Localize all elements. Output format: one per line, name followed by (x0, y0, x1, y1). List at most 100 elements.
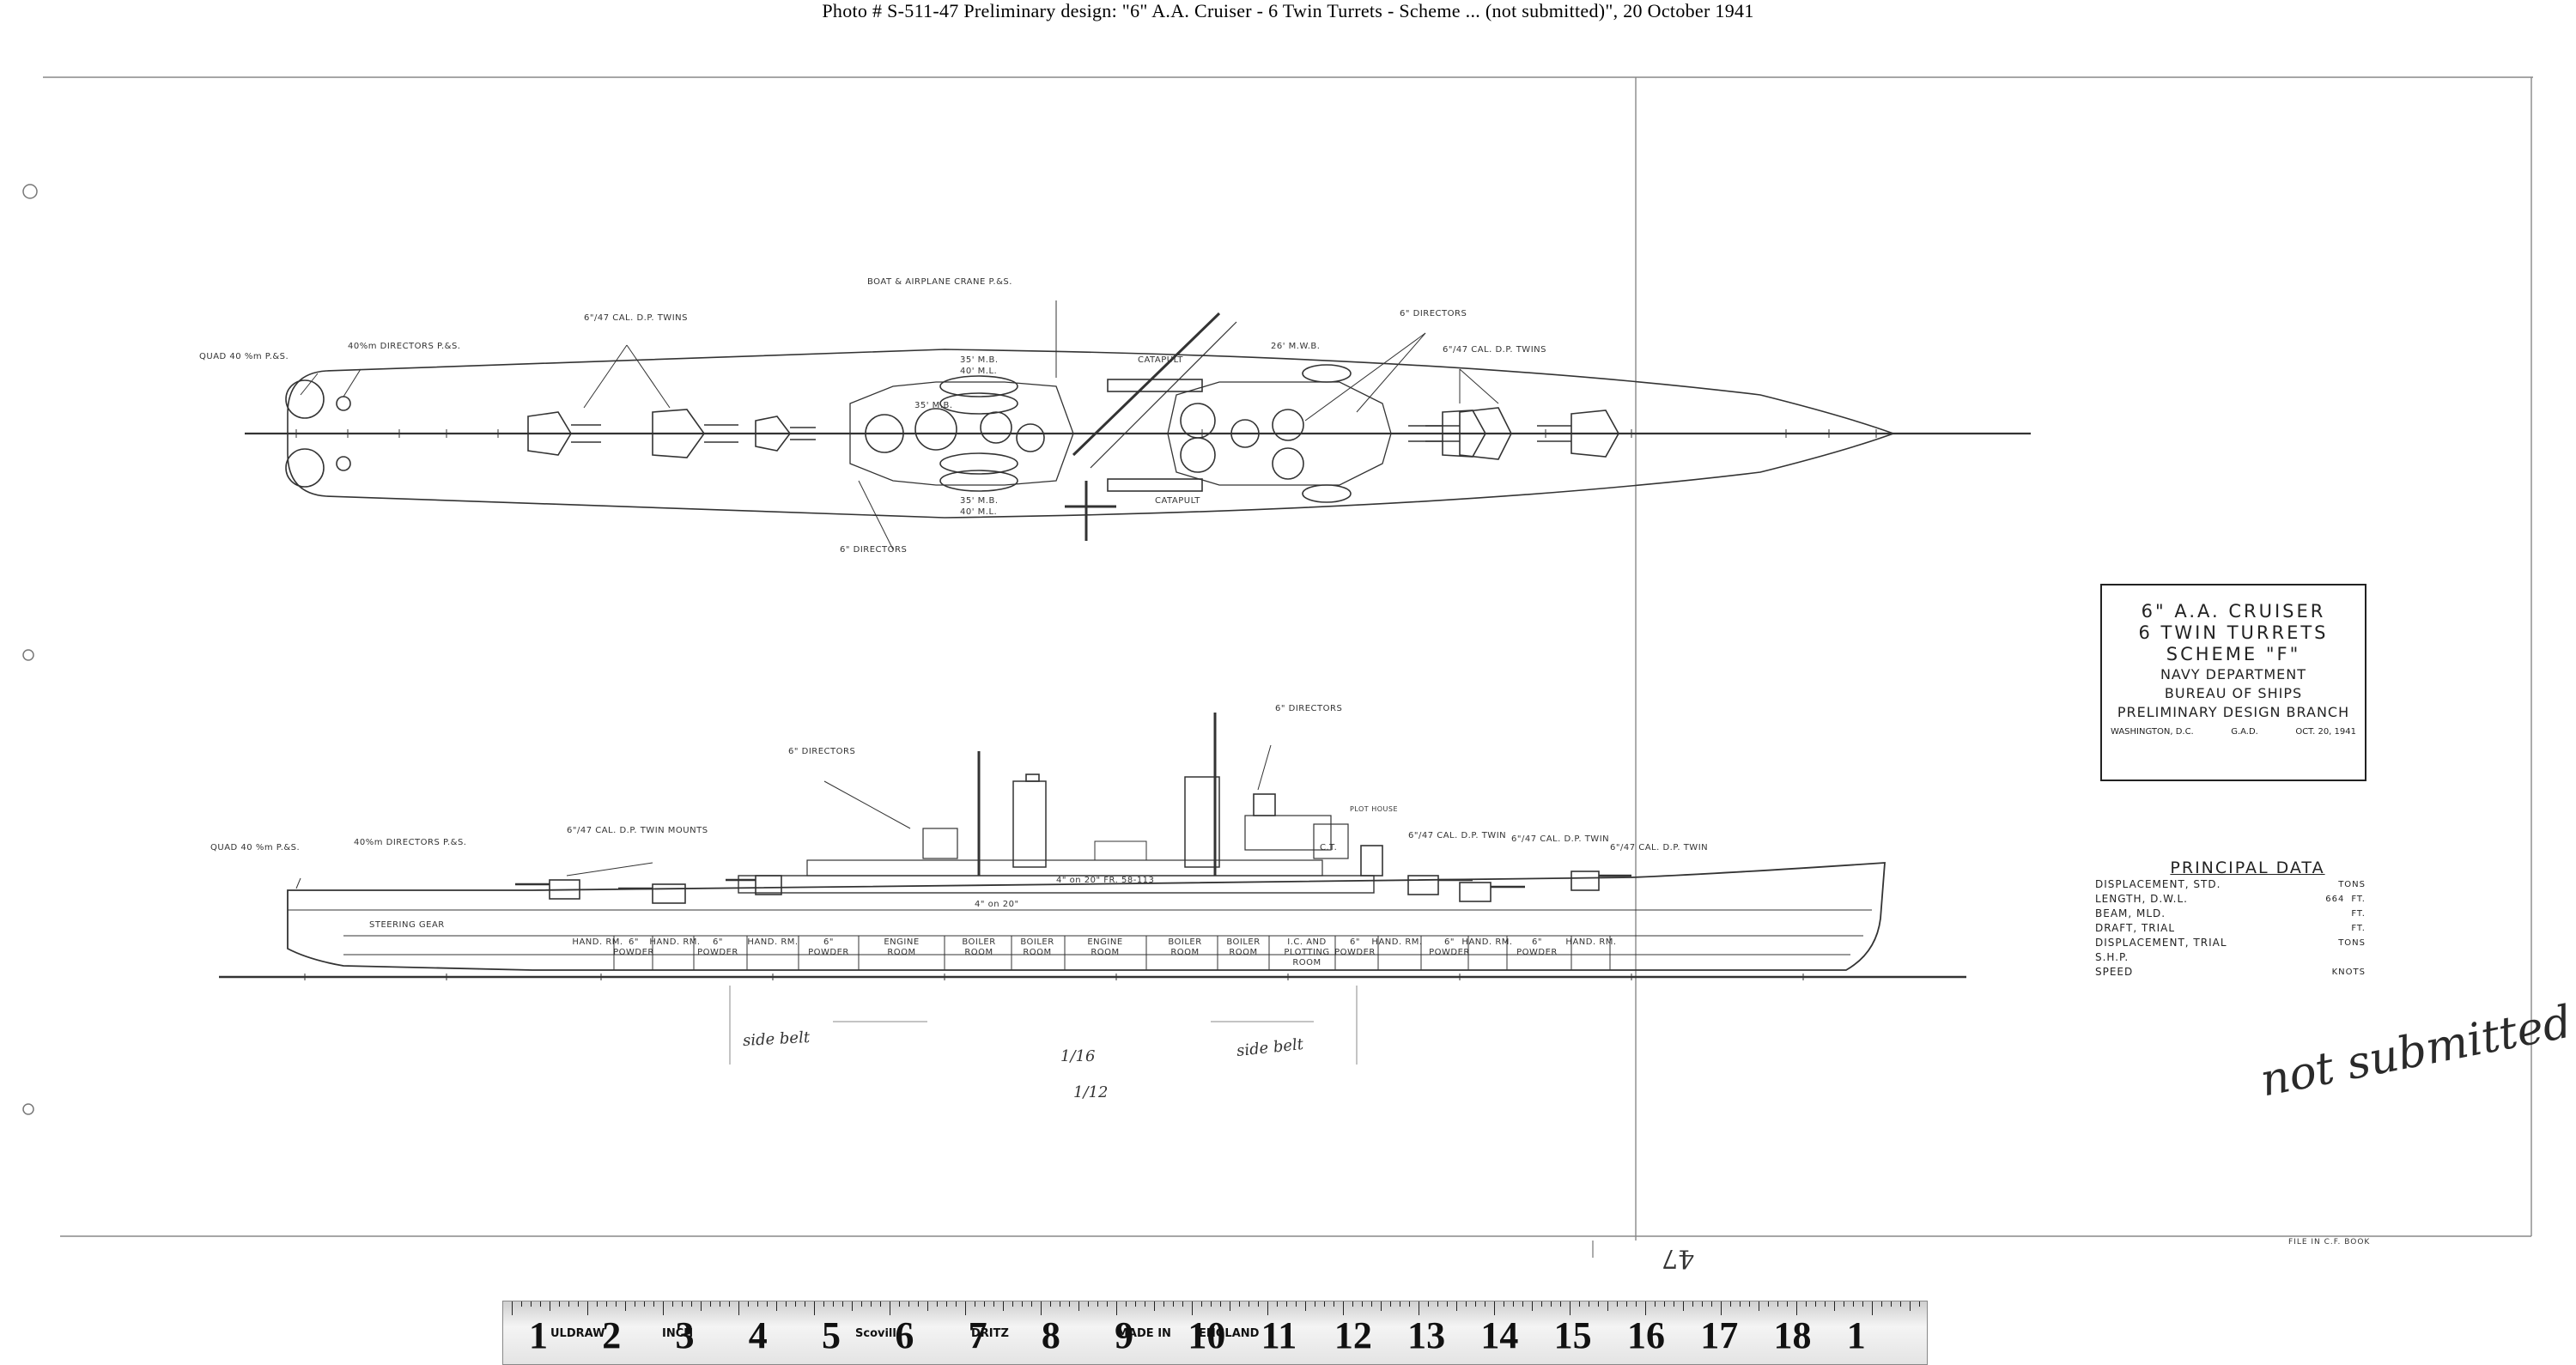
principal-data-row: DISPLACEMENT, TRIAL TONS (2095, 936, 2366, 950)
compartment-label: ENGINE ROOM (884, 937, 920, 957)
ruler-number: 1 (1846, 1314, 1866, 1356)
label-twin-mounts: 6"/47 CAL. D.P. TWIN MOUNTS (567, 826, 708, 835)
ruler-tick (1910, 1301, 1911, 1311)
ruler-tick (587, 1301, 588, 1315)
ruler-tick (682, 1301, 683, 1307)
ruler-tick (1352, 1301, 1353, 1307)
ruler-number: 3 (675, 1314, 695, 1356)
ruler-tick (1541, 1301, 1542, 1307)
ruler-brand: ULDRAW (550, 1327, 605, 1340)
principal-data-label: DISPLACEMENT, TRIAL (2095, 937, 2227, 949)
ruler-number: 13 (1407, 1314, 1446, 1356)
principal-data-value: TONS (2331, 877, 2366, 892)
plan-turret-aft-2 (652, 409, 738, 458)
compartment-label: BOILER ROOM (1226, 937, 1261, 957)
label-dirs-40-profile: 40%m DIRECTORS P.&S. (354, 838, 467, 847)
ruler-tick (852, 1301, 853, 1311)
principal-data-unit: TONS (2338, 938, 2366, 948)
handwritten-fraction-1: 1/16 (1060, 1047, 1096, 1065)
ruler-tick (1768, 1301, 1769, 1307)
ruler-tick (1324, 1301, 1325, 1307)
ruler-tick (1371, 1301, 1372, 1307)
ruler-tick (729, 1301, 730, 1307)
label-steering-gear: STEERING GEAR (369, 920, 445, 930)
title-block: 6" A.A. CRUISER 6 TWIN TURRETS SCHEME "F… (2100, 584, 2366, 781)
ruler-tick (663, 1301, 664, 1315)
ruler-tick (937, 1301, 938, 1307)
principal-data-value (2359, 950, 2366, 965)
ruler-tick (1097, 1301, 1098, 1307)
ruler-tick (606, 1301, 607, 1307)
ruler-number: 11 (1261, 1314, 1297, 1356)
punch-holes (22, 184, 38, 1115)
principal-data-row: BEAM, MLD.FT. (2095, 907, 2366, 921)
title-line-2: 6 TWIN TURRETS (2138, 622, 2329, 643)
label-mb-35-1: 35' M.B. (960, 355, 999, 365)
ruler-tick (1494, 1301, 1495, 1315)
ruler-tick (1683, 1301, 1684, 1311)
ruler-tick (1891, 1301, 1892, 1307)
principal-data-value: KNOTS (2325, 965, 2366, 980)
profile-turret-fwd-3 (1571, 871, 1631, 891)
ruler-tick (1825, 1301, 1826, 1307)
ruler-tick (1022, 1301, 1023, 1307)
principal-data-title: PRINCIPAL DATA (2170, 858, 2325, 877)
ruler-tick (1107, 1301, 1108, 1307)
ruler-number: 14 (1480, 1314, 1519, 1356)
ruler-tick (1853, 1301, 1854, 1307)
sheet-number: 47 (1662, 1243, 1695, 1273)
principal-data-unit: FT. (2351, 924, 2366, 933)
label-quad-40-profile: QUAD 40 %m P.&S. (210, 843, 301, 852)
ruler-tick (1267, 1301, 1268, 1315)
ruler-tick (1390, 1301, 1391, 1307)
compartment-label: BOILER ROOM (1168, 937, 1202, 957)
principal-data-value: TONS (2331, 936, 2366, 950)
handwritten-side-belt-1: side belt (742, 1028, 811, 1051)
compartment-label: BOILER ROOM (1020, 937, 1054, 957)
ship-drawing (22, 76, 2533, 1258)
ruler-number: 6 (895, 1314, 914, 1356)
profile-turret-fwd-1 (1407, 875, 1473, 895)
principal-data-row: S.H.P. (2095, 950, 2366, 965)
ruler-tick (1919, 1301, 1920, 1307)
ruler-tick (1088, 1301, 1089, 1307)
ruler-tick (1522, 1301, 1523, 1307)
ruler-tick (748, 1301, 749, 1307)
principal-data-label: S.H.P. (2095, 951, 2129, 963)
compartment-label: ENGINE ROOM (1087, 937, 1123, 957)
ruler-tick (1343, 1301, 1344, 1315)
ruler-number: 10 (1188, 1314, 1226, 1356)
ruler-tick (1277, 1301, 1278, 1307)
label-directors-mid: 6" DIRECTORS (788, 747, 856, 756)
ruler-tick (757, 1301, 758, 1307)
compartment-label: I.C. AND PLOTTING ROOM (1284, 937, 1330, 968)
label-ct: C.T. (1320, 843, 1338, 852)
ruler-tick (823, 1301, 824, 1307)
principal-data-label: LENGTH, D.W.L. (2095, 893, 2188, 905)
title-place: WASHINGTON, D.C. (2111, 727, 2194, 737)
label-motor-whale: 26' M.W.B. (1271, 342, 1321, 351)
ruler-tick (1381, 1301, 1382, 1311)
compartment-label: 6" POWDER (1516, 937, 1558, 957)
label-dirs-40-plan: 40%m DIRECTORS P.&S. (348, 342, 461, 351)
ruler-tick (1305, 1301, 1306, 1311)
compartment-label: HAND. RM. (649, 937, 701, 947)
profile-view (219, 713, 1966, 1065)
label-dp-twins-fwd: 6"/47 CAL. D.P. TWINS (1443, 345, 1546, 355)
ruler-tick (1182, 1301, 1183, 1307)
ruler-tick (908, 1301, 909, 1307)
ruler-tick (540, 1301, 541, 1307)
ruler-tick (1664, 1301, 1665, 1307)
label-quad-40-plan: QUAD 40 %m P.&S. (199, 352, 289, 361)
label-mb-35-2: 35' M.B. (914, 401, 953, 410)
ruler-tick (1900, 1301, 1901, 1307)
ruler-tick (984, 1301, 985, 1307)
profile-turret-aft-3 (726, 875, 782, 895)
ruler-tick (1513, 1301, 1514, 1307)
ruler-tick (899, 1301, 900, 1307)
plan-turret-aft-1 (527, 411, 601, 456)
ruler-tick (1862, 1301, 1863, 1307)
label-dp-twins-aft: 6"/47 CAL. D.P. TWINS (584, 313, 688, 323)
